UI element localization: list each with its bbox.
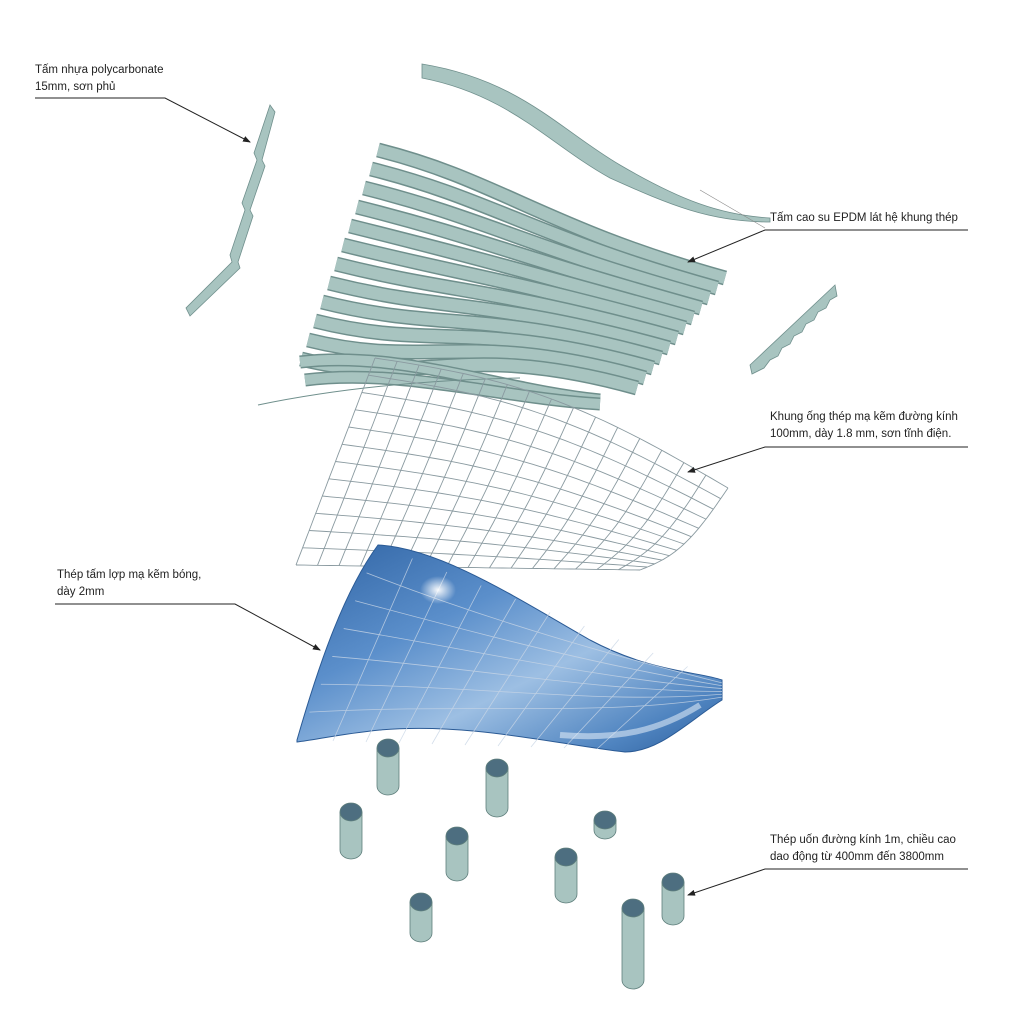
- roof-sheet: [296, 544, 723, 753]
- column-top: [339, 802, 363, 822]
- sheet-seam: [464, 612, 551, 746]
- sheet-seam: [431, 598, 516, 745]
- column-top: [593, 810, 617, 830]
- label-roof-sheet: Thép tấm lợp mạ kẽm bóng, dày 2mm: [57, 567, 201, 601]
- leader-epdm: [687, 229, 968, 263]
- polycarbonate-panel-right: [749, 284, 838, 375]
- label-epdm-line1: Tấm cao su EPDM lát hệ khung thép: [770, 212, 958, 224]
- label-polycarbonate-line1: Tấm nhựa polycarbonate: [35, 64, 164, 76]
- frame-tube: [424, 384, 508, 568]
- label-epdm: Tấm cao su EPDM lát hệ khung thép: [770, 210, 958, 227]
- leader-top-ribbon: [699, 189, 766, 229]
- frame-tube: [295, 357, 376, 566]
- sheet-seam: [309, 696, 723, 713]
- column-top: [661, 872, 685, 892]
- steel-column: [661, 881, 685, 926]
- frame-tube: [596, 462, 685, 570]
- polycarbonate-panel-left: [185, 104, 276, 317]
- steel-column: [485, 767, 509, 818]
- frame-tube: [355, 409, 707, 520]
- steel-column: [621, 907, 645, 990]
- sheet-seam: [343, 628, 723, 689]
- frame-tube: [403, 378, 486, 567]
- label-polycarbonate: Tấm nhựa polycarbonate 15mm, sơn phủ: [35, 62, 164, 96]
- leader-roof-sheet: [55, 603, 321, 651]
- frame-tube: [467, 398, 552, 568]
- steel-column: [409, 901, 433, 943]
- steel-columns: [339, 738, 685, 990]
- frame-tube: [360, 368, 442, 567]
- frame-tube: [317, 361, 398, 566]
- sheet-seam: [497, 625, 585, 747]
- epdm-ribbon: [369, 163, 719, 294]
- epdm-ribbon: [341, 239, 687, 334]
- frame-tube: [309, 530, 655, 565]
- leader-polycarbonate: [35, 97, 251, 143]
- leader-frame: [687, 446, 968, 473]
- sheet-seam: [332, 558, 413, 742]
- sheet-seam: [563, 652, 654, 749]
- steel-column: [339, 811, 363, 860]
- label-frame-line2: 100mm, dày 1.8 mm, sơn tĩnh điện.: [770, 428, 952, 440]
- label-polycarbonate-line2: 15mm, sơn phủ: [35, 81, 116, 93]
- top-ribbon: [421, 63, 771, 223]
- frame-tube: [618, 474, 707, 571]
- label-frame-line1: Khung ống thép mạ kẽm đường kính: [770, 411, 958, 423]
- label-roof-sheet-line2: dày 2mm: [57, 586, 105, 598]
- frame-tube: [338, 364, 420, 566]
- ribbon-thin: [257, 377, 521, 406]
- frame-tube: [302, 547, 648, 568]
- label-roof-sheet-line1: Thép tấm lợp mạ kẽm bóng,: [57, 569, 202, 581]
- sheet-seam: [530, 639, 620, 748]
- label-columns: Thép uốn đường kính 1m, chiều cao dao độ…: [770, 832, 956, 866]
- column-top: [409, 892, 433, 912]
- frame-tube: [489, 407, 575, 569]
- sheet-seam: [332, 656, 723, 692]
- epdm-ribbon: [304, 372, 601, 409]
- epdm-ribbon: [313, 315, 655, 374]
- column-top: [445, 826, 469, 846]
- steel-column: [445, 835, 469, 882]
- label-columns-line2: dao động từ 400mm đến 3800mm: [770, 851, 944, 863]
- epdm-ribbons: [257, 142, 728, 411]
- frame-tube: [322, 495, 670, 557]
- steel-tube-frame-grid: [295, 357, 729, 571]
- epdm-ribbon: [376, 144, 727, 284]
- epdm-ribbon: [306, 334, 647, 384]
- epdm-ribbon: [348, 220, 695, 324]
- sheet-seam: [366, 572, 723, 684]
- frame-tube: [639, 487, 729, 571]
- frame-tube: [510, 416, 597, 569]
- frame-tube: [553, 438, 641, 570]
- label-columns-line1: Thép uốn đường kính 1m, chiều cao: [770, 834, 956, 846]
- sheet-seam: [398, 585, 482, 744]
- label-frame: Khung ống thép mạ kẽm đường kính 100mm, …: [770, 409, 958, 443]
- epdm-ribbon: [334, 258, 679, 344]
- column-top: [485, 758, 509, 778]
- steel-column: [376, 747, 400, 796]
- sheet-seam: [355, 600, 723, 687]
- epdm-ribbon: [320, 296, 663, 364]
- epdm-ribbon: [355, 201, 703, 314]
- epdm-ribbon: [362, 182, 711, 304]
- column-top: [376, 738, 400, 758]
- column-top: [554, 847, 578, 867]
- frame-tube: [315, 512, 663, 561]
- epdm-ribbon: [327, 277, 671, 354]
- frame-tube: [381, 373, 464, 567]
- frame-tube: [446, 391, 530, 568]
- leader-lines: [35, 97, 968, 896]
- leader-columns: [687, 868, 968, 896]
- frame-tube: [575, 450, 663, 570]
- column-top: [621, 898, 645, 918]
- frame-tube: [532, 427, 619, 569]
- steel-column: [554, 856, 578, 904]
